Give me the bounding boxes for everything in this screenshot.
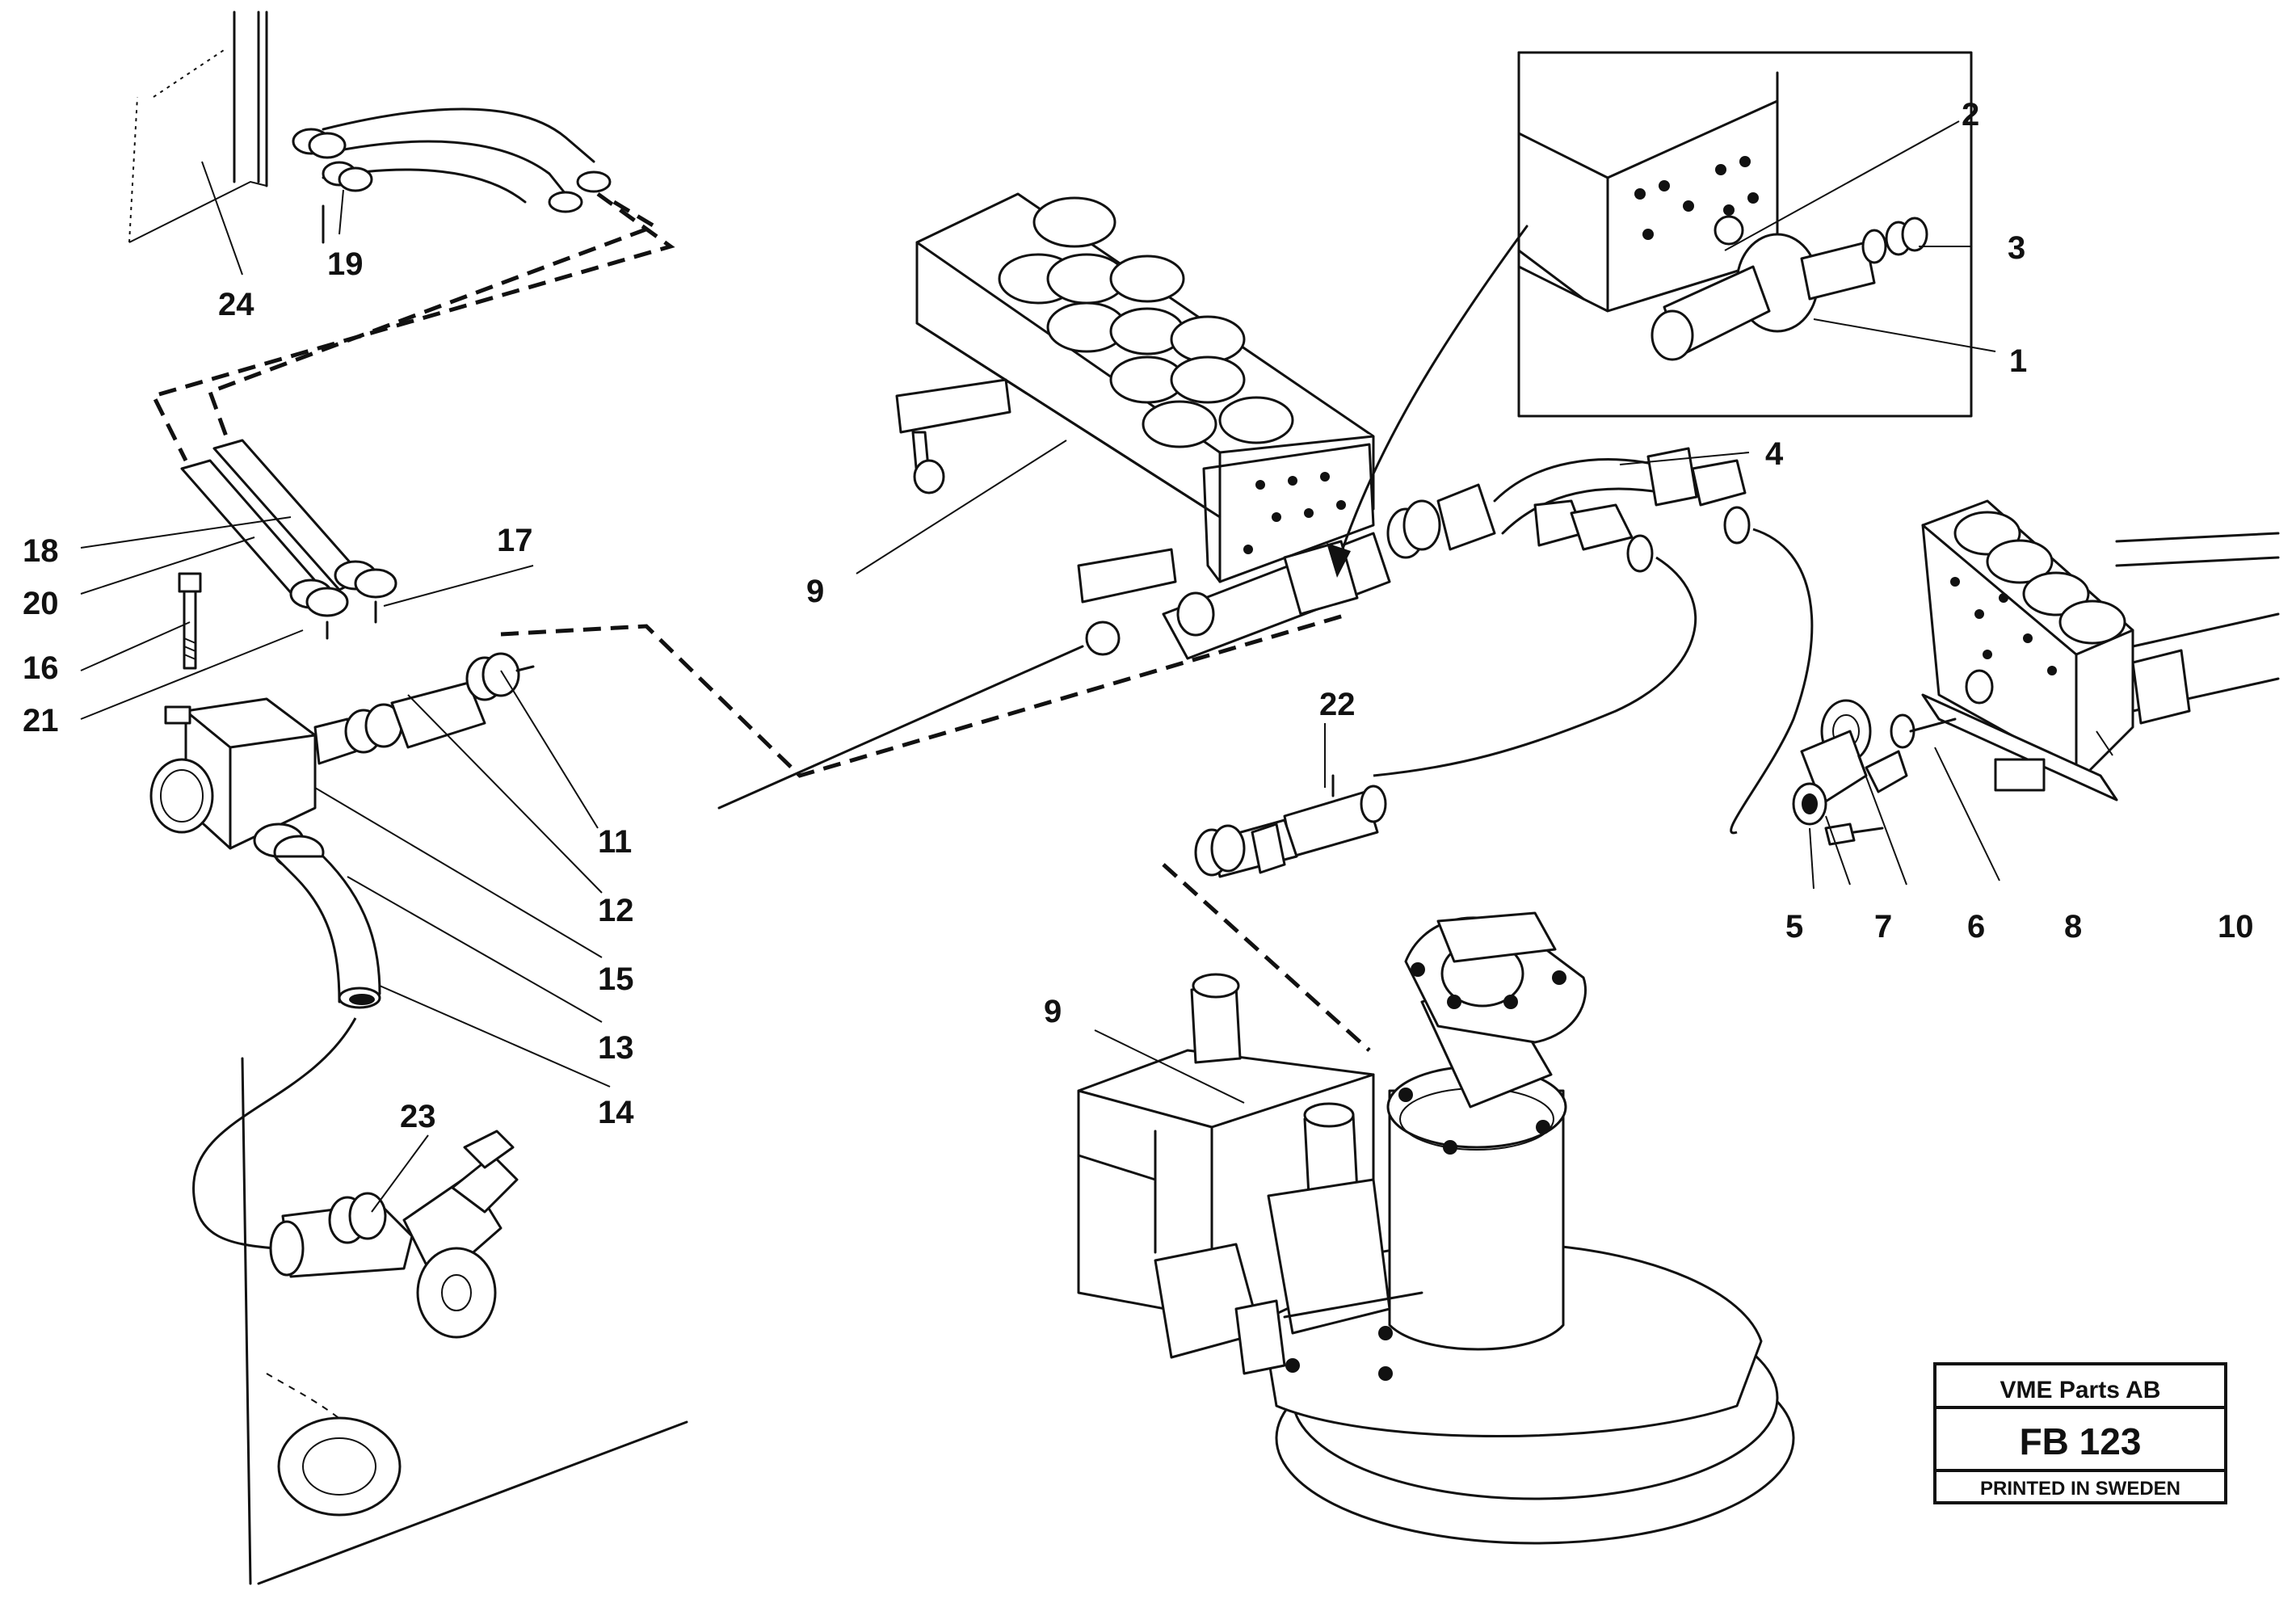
vme-stamp: VME Parts AB FB 123 PRINTED IN SWEDEN xyxy=(1933,1362,2227,1504)
label-9-bottom: 9 xyxy=(1044,994,1062,1029)
stamp-printed: PRINTED IN SWEDEN xyxy=(1980,1478,2180,1500)
hoses-4-22 xyxy=(1194,447,1814,878)
label-19: 19 xyxy=(327,246,364,282)
label-21: 21 xyxy=(23,703,59,738)
label-3: 3 xyxy=(2008,230,2025,266)
label-10: 10 xyxy=(2218,909,2254,945)
hose-routes-dashed xyxy=(150,191,1371,1052)
valve-bank-10 xyxy=(1921,499,2280,802)
label-8: 8 xyxy=(2064,909,2082,945)
label-16: 16 xyxy=(23,650,59,686)
label-2: 2 xyxy=(1962,97,1979,133)
fittings-5-8 xyxy=(1792,699,1957,846)
label-4: 4 xyxy=(1765,436,1784,472)
stamp-code: FB 123 xyxy=(2020,1420,2142,1462)
label-18: 18 xyxy=(23,533,59,569)
bolt-16 xyxy=(178,572,202,670)
label-5: 5 xyxy=(1785,909,1803,945)
hose-assembly-left xyxy=(180,439,397,640)
label-24: 24 xyxy=(218,287,254,322)
leader-lines xyxy=(80,120,2113,1213)
label-20: 20 xyxy=(23,586,59,621)
label-9-top: 9 xyxy=(806,574,824,609)
label-17: 17 xyxy=(497,523,533,558)
label-14: 14 xyxy=(598,1095,634,1130)
valve-block-15 xyxy=(149,652,535,1009)
detail-inset xyxy=(1327,51,1973,578)
label-22: 22 xyxy=(1319,687,1356,722)
label-23: 23 xyxy=(400,1099,436,1134)
label-15: 15 xyxy=(598,961,634,997)
part-labels: 1 2 3 4 5 6 7 8 9 9 10 11 12 13 14 15 16… xyxy=(23,97,2254,1134)
label-1: 1 xyxy=(2009,343,2027,379)
label-7: 7 xyxy=(1874,909,1892,945)
stamp-company: VME Parts AB xyxy=(2000,1377,2161,1403)
label-13: 13 xyxy=(598,1030,634,1066)
valve-bank-9-top xyxy=(717,192,1496,810)
label-6: 6 xyxy=(1967,909,1985,945)
valve-motor-assembly xyxy=(1077,911,1795,1545)
label-12: 12 xyxy=(598,893,634,928)
label-11: 11 xyxy=(598,824,632,860)
lower-left-wall xyxy=(192,1017,688,1585)
cab-wall-hoses xyxy=(128,11,612,244)
